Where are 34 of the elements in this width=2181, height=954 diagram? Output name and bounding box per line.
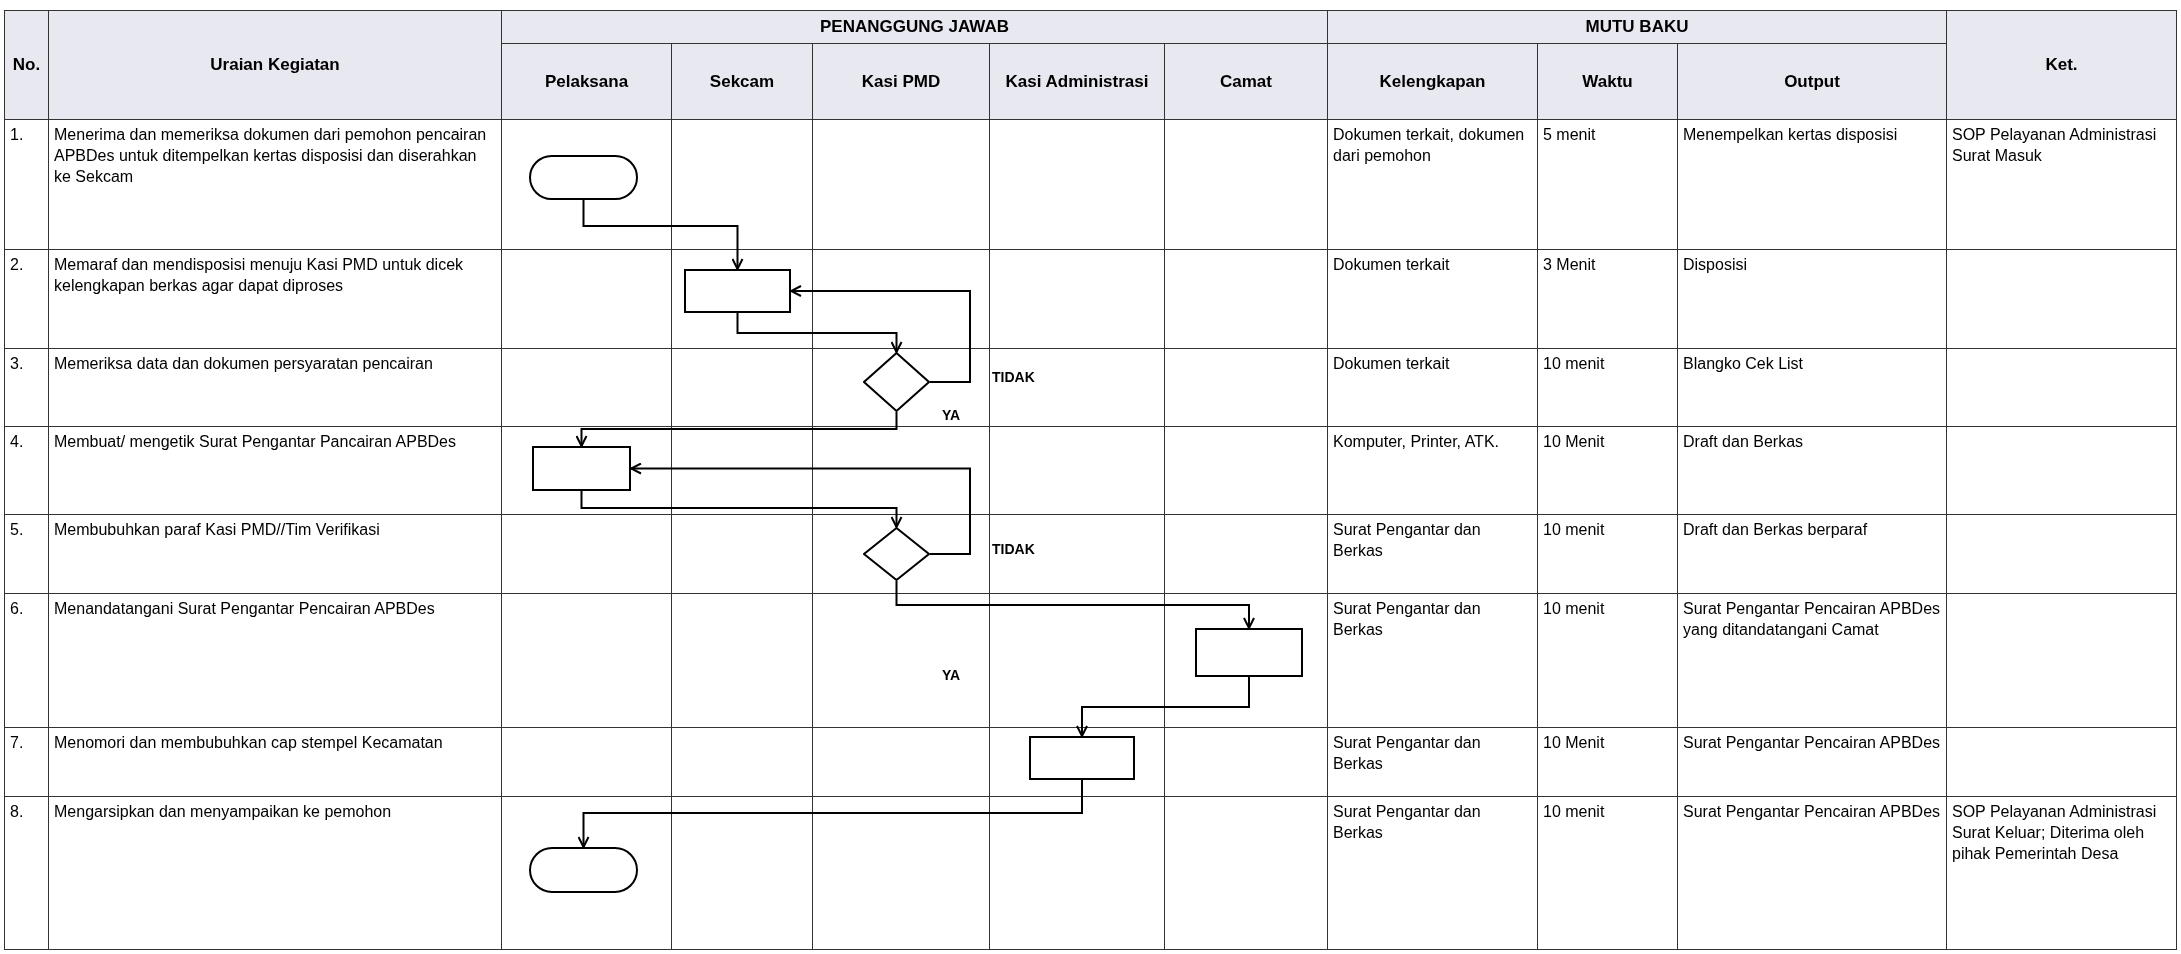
- column-header: Pelaksana: [501, 43, 672, 120]
- column-header: Kasi PMD: [812, 43, 990, 120]
- decision-diamond: [863, 527, 930, 581]
- column-header: No.: [4, 10, 49, 120]
- process-box: [532, 446, 631, 491]
- arrow: [575, 411, 898, 447]
- column-header: Sekcam: [671, 43, 813, 120]
- decision-diamond: [863, 352, 930, 412]
- arrow: [790, 285, 971, 383]
- arrow: [1076, 676, 1250, 737]
- process-box: [684, 269, 791, 313]
- column-header: Kasi Administrasi: [989, 43, 1165, 120]
- column-header: Camat: [1164, 43, 1328, 120]
- arrow: [736, 312, 903, 353]
- group-header: MUTU BAKU: [1327, 10, 1947, 44]
- arrow: [577, 779, 1083, 848]
- group-header: PENANGGUNG JAWAB: [501, 10, 1328, 44]
- edge-label: TIDAK: [990, 542, 1037, 556]
- arrow: [630, 462, 971, 555]
- process-box: [1029, 736, 1135, 780]
- column-header: Output: [1677, 43, 1947, 120]
- edge-label: YA: [940, 408, 963, 422]
- column-header: Ket.: [1946, 10, 2177, 120]
- column-header: Uraian Kegiatan: [48, 10, 502, 120]
- terminator-shape: [529, 847, 638, 893]
- terminator-shape: [529, 155, 638, 200]
- column-header: Kelengkapan: [1327, 43, 1538, 120]
- column-header: Waktu: [1537, 43, 1678, 120]
- process-box: [1195, 628, 1303, 677]
- arrow: [895, 580, 1255, 629]
- edge-label: TIDAK: [990, 370, 1037, 384]
- arrow: [580, 490, 903, 528]
- edge-label: YA: [940, 668, 963, 682]
- arrow: [582, 199, 744, 270]
